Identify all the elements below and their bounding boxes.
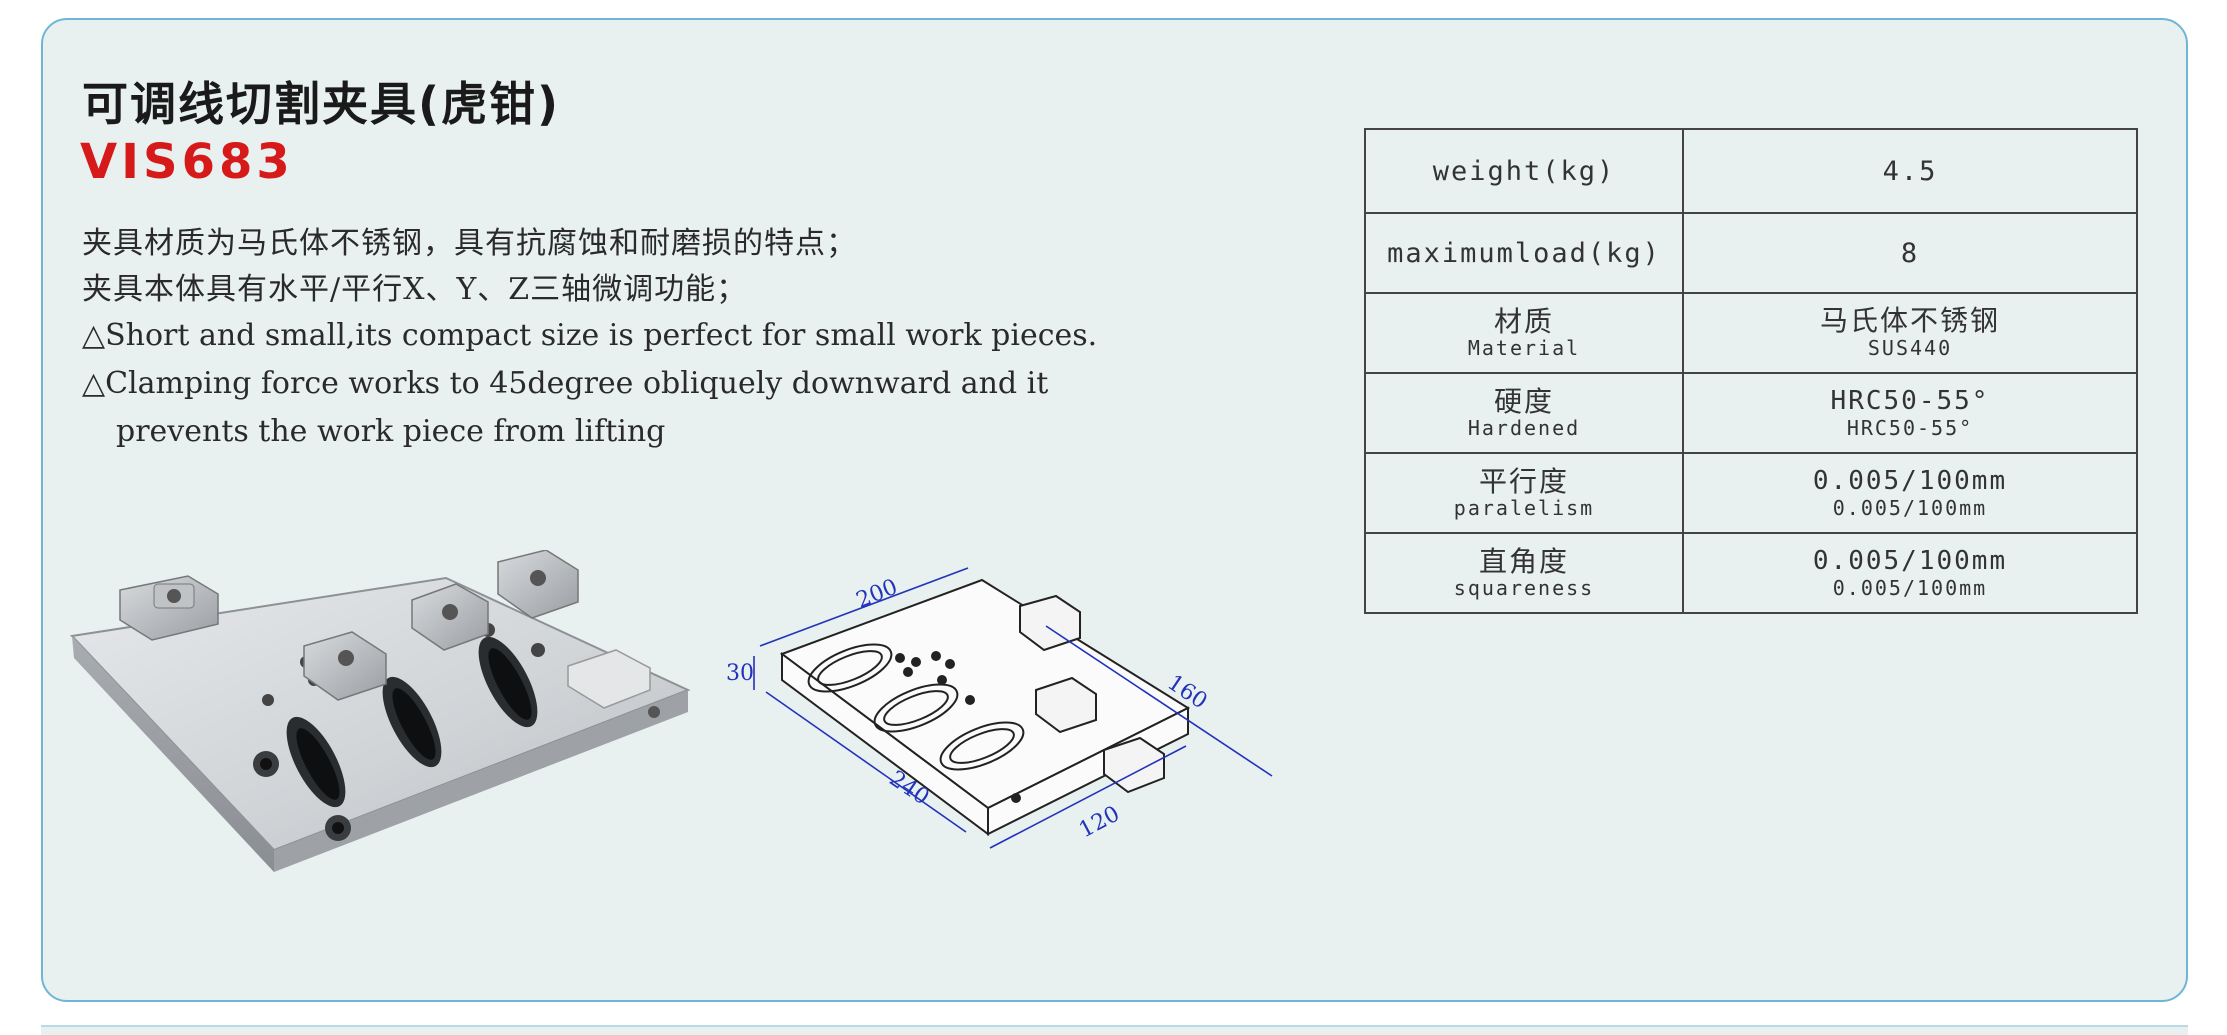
maxload-value: 8	[1900, 237, 1920, 269]
spec-row-squareness: 直角度 squareness 0.005/100mm 0.005/100mm	[1364, 532, 2138, 614]
squareness-value-2: 0.005/100mm	[1832, 576, 1988, 600]
material-value-en: SUS440	[1867, 336, 1953, 360]
spec-row-hardened: 硬度 Hardened HRC50-55° HRC50-55°	[1364, 372, 2138, 454]
hardened-value-2: HRC50-55°	[1846, 416, 1974, 440]
paralelism-value-1: 0.005/100mm	[1812, 466, 2008, 496]
vise-slots	[286, 636, 538, 808]
material-value-zh: 马氏体不锈钢	[1819, 304, 2000, 337]
hardened-value-1: HRC50-55°	[1830, 386, 1990, 416]
technical-drawing: 200 160 30 240 120	[726, 567, 1273, 849]
feature-line-5: prevents the work piece from lifting	[116, 414, 666, 449]
hardened-label-zh: 硬度	[1493, 385, 1554, 418]
feature-line-2: 夹具本体具有水平/平行X、Y、Z三轴微调功能；	[82, 272, 748, 307]
material-label-en: Material	[1467, 336, 1581, 360]
squareness-label-en: squareness	[1453, 576, 1595, 600]
spec-table: weight(kg) 4.5 maximumload(kg) 8 材质 Mate…	[1364, 128, 2138, 614]
drawing-plate	[779, 578, 1191, 836]
dim-200: 200	[853, 575, 901, 614]
product-title: 可调线切割夹具(虎钳)	[82, 77, 561, 131]
feature-line-4: △Clamping force works to 45degree obliqu…	[82, 366, 1049, 401]
feature-line-3: △Short and small,its compact size is per…	[82, 318, 1098, 353]
dim-120: 120	[1075, 802, 1124, 844]
paralelism-label-zh: 平行度	[1478, 465, 1569, 498]
spec-row-material: 材质 Material 马氏体不锈钢 SUS440	[1364, 292, 2138, 374]
weight-label: weight(kg)	[1432, 155, 1616, 187]
drawing-clamps	[1019, 594, 1165, 794]
maxload-label: maximumload(kg)	[1387, 237, 1661, 269]
drawing-holes	[895, 651, 1021, 803]
weight-value: 4.5	[1882, 155, 1938, 187]
drawing-slots	[807, 643, 1025, 771]
model-number: VIS683	[80, 134, 294, 190]
dim-30: 30	[726, 661, 754, 686]
next-panel-edge	[41, 1025, 2188, 1035]
spec-row-paralelism: 平行度 paralelism 0.005/100mm 0.005/100mm	[1364, 452, 2138, 534]
spec-row-weight: weight(kg) 4.5	[1364, 128, 2138, 214]
squareness-label-zh: 直角度	[1478, 545, 1569, 578]
vise-clamp-blocks	[119, 550, 651, 709]
material-label-zh: 材质	[1493, 305, 1554, 338]
dimension-lines	[753, 567, 1273, 849]
squareness-value-1: 0.005/100mm	[1812, 546, 2008, 576]
spec-row-maxload: maximumload(kg) 8	[1364, 212, 2138, 294]
feature-line-1: 夹具材质为马氏体不锈钢，具有抗腐蚀和耐磨损的特点；	[82, 226, 857, 261]
paralelism-value-2: 0.005/100mm	[1832, 496, 1988, 520]
product-photo	[69, 550, 691, 872]
paralelism-label-en: paralelism	[1453, 496, 1595, 520]
hardened-label-en: Hardened	[1467, 416, 1581, 440]
